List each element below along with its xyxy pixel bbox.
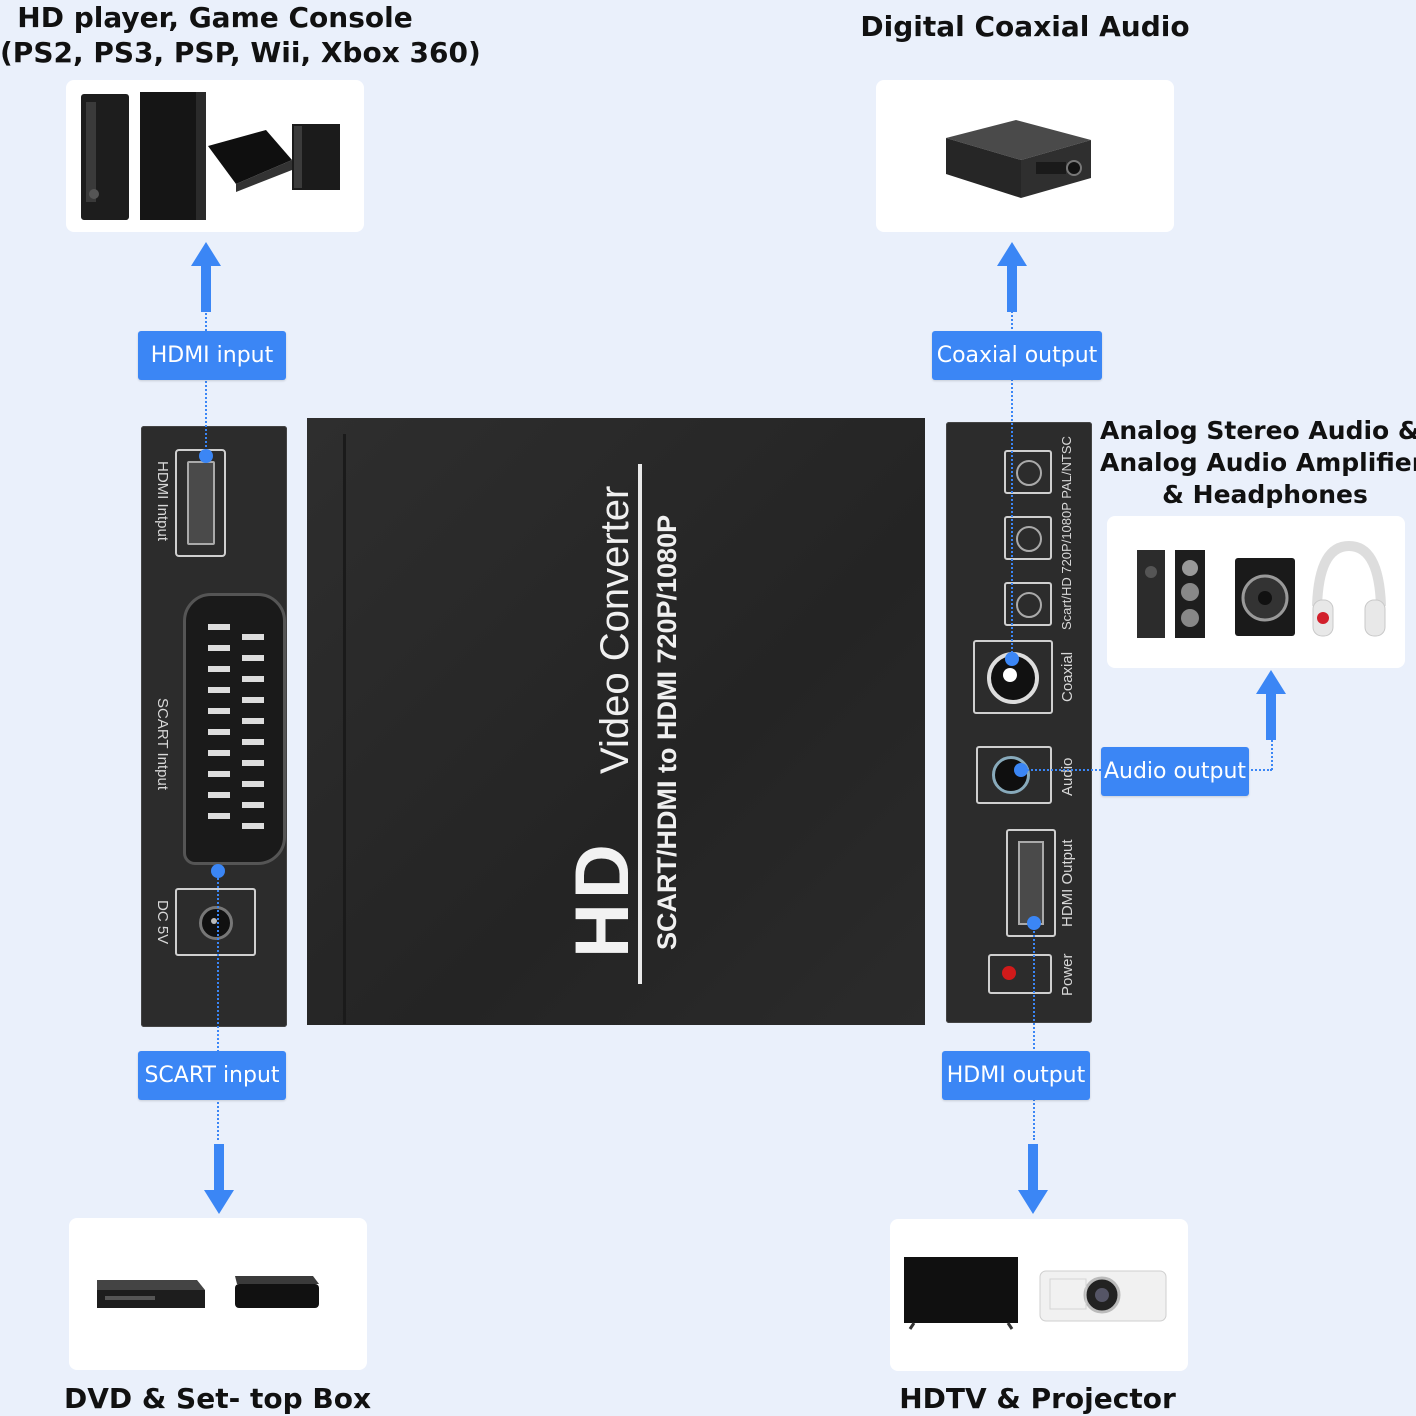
scart-input-label: SCART Intput <box>154 698 171 790</box>
hdmi-input-port <box>175 449 226 557</box>
audio-output-tag: Audio output <box>1101 747 1249 796</box>
scart-pin <box>208 687 230 693</box>
dvd-settop-illustration <box>97 1276 319 1308</box>
dc-5v-label: DC 5V <box>154 900 171 945</box>
switch-button-2 <box>1004 516 1052 560</box>
power-indicator <box>988 954 1052 994</box>
scart-pin <box>242 781 264 787</box>
power-label: Power <box>1059 953 1076 996</box>
audio-label: Audio <box>1059 757 1076 796</box>
game-console-card <box>66 80 364 232</box>
arrow-up-hdmi-input <box>191 242 221 312</box>
coaxial-audio-receiver-card <box>876 80 1174 232</box>
coaxial-output-dot <box>1005 652 1019 666</box>
heading-analog-audio-line3: & Headphones <box>1162 480 1368 509</box>
heading-digital-coaxial-audio: Digital Coaxial Audio <box>860 10 1190 43</box>
device-title: Video Converter <box>593 485 637 774</box>
heading-analog-audio-line2: Analog Audio Amplifier <box>1100 448 1416 477</box>
scart-input-dot <box>211 864 225 878</box>
scart-pin <box>208 771 230 777</box>
hdtv-projector-card <box>890 1219 1188 1371</box>
scart-input-connector-line <box>217 870 219 1140</box>
arrow-down-scart <box>204 1144 234 1214</box>
audio-output-dot <box>1014 763 1028 777</box>
scart-pin <box>208 792 230 798</box>
scart-pin <box>242 739 264 745</box>
audio-receiver-illustration <box>946 120 1091 198</box>
scart-pin <box>208 708 230 714</box>
scart-pin <box>208 666 230 672</box>
scart-pin <box>208 750 230 756</box>
scart-hdmi-input-panel: HDMI Intput SCART Intput DC 5V <box>141 426 287 1027</box>
scart-pin <box>242 802 264 808</box>
heading-dvd-set-top-box: DVD & Set- top Box <box>63 1382 372 1415</box>
heading-source-devices-line2: (PS2, PS3, PSP, Wii, Xbox 360) <box>0 36 481 69</box>
arrow-up-coaxial <box>997 242 1027 312</box>
scart-input-tag: SCART input <box>138 1051 286 1100</box>
scart-pin <box>242 634 264 640</box>
scart-pin <box>242 655 264 661</box>
scart-pin <box>208 624 230 630</box>
hdmi-output-label: HDMI Output <box>1059 839 1076 927</box>
coaxial-output-tag: Coaxial output <box>932 331 1102 380</box>
output-panel: Scart/HD 720P/1080P PAL/NTSC Coaxial Aud… <box>946 422 1092 1023</box>
hdmi-input-tag: HDMI input <box>138 331 286 380</box>
hdmi-input-dot <box>199 449 213 463</box>
switch-label: Scart/HD 720P/1080P PAL/NTSC <box>1059 436 1074 630</box>
hd-logo: HD <box>560 840 645 958</box>
dc-power-jack <box>175 888 256 956</box>
switch-button-1 <box>1004 450 1052 494</box>
audio-output-connector-line-v <box>1271 735 1273 770</box>
scart-pin <box>208 645 230 651</box>
arrow-down-hdmi-output <box>1018 1144 1048 1214</box>
scart-pin <box>242 718 264 724</box>
converter-device-body: HD Video Converter SCART/HDMI to HDMI 72… <box>307 418 925 1025</box>
scart-pin <box>242 676 264 682</box>
arrow-up-audio <box>1256 670 1286 740</box>
heading-hdtv-projector: HDTV & Projector <box>899 1382 1176 1415</box>
dvd-settop-card <box>69 1218 367 1370</box>
speakers-headphones-illustration <box>1137 540 1386 638</box>
scart-input-port <box>183 593 286 865</box>
game-console-illustration <box>81 92 340 220</box>
hdmi-output-tag: HDMI output <box>942 1051 1090 1100</box>
scart-pin <box>242 697 264 703</box>
scart-pin <box>208 729 230 735</box>
heading-source-devices-line1: HD player, Game Console <box>17 1 413 34</box>
hdmi-output-port <box>1006 829 1056 937</box>
hdmi-input-label: HDMI Intput <box>154 461 171 542</box>
audio-output-port <box>976 746 1052 804</box>
coaxial-label: Coaxial <box>1059 651 1076 702</box>
switch-button-3 <box>1004 582 1052 626</box>
scart-pin <box>208 813 230 819</box>
device-subtitle: SCART/HDMI to HDMI 720P/1080P <box>652 514 682 950</box>
hdmi-output-connector-line <box>1033 920 1035 1140</box>
analog-audio-card <box>1107 516 1405 668</box>
coaxial-output-connector-line <box>1011 300 1013 660</box>
scart-pin <box>242 823 264 829</box>
scart-pin <box>242 760 264 766</box>
hdmi-output-dot <box>1027 916 1041 930</box>
heading-analog-audio-line1: Analog Stereo Audio & <box>1100 416 1416 445</box>
hdtv-projector-illustration <box>904 1257 1167 1330</box>
